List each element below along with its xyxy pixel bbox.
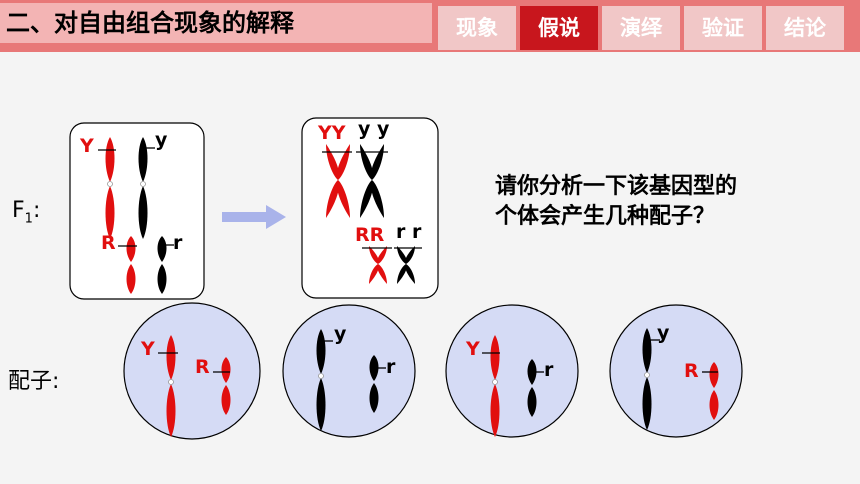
f1-label: F1: <box>12 198 40 226</box>
gamete-cell-Yr <box>445 304 579 438</box>
gene-label-YY: YY <box>317 122 346 144</box>
gene-label-y: y <box>155 129 168 151</box>
gamete-yr-label-r: r <box>386 356 396 378</box>
gamete-cell-yr <box>282 304 416 438</box>
gamete-cell-yR <box>609 304 743 438</box>
gamete-cell-YR <box>123 302 261 440</box>
gamete-Yr-label-r: r <box>544 359 554 381</box>
tab-bar: 现象 假说 演绎 验证 结论 <box>438 6 844 50</box>
page-title: 二、对自由组合现象的解释 <box>0 3 432 43</box>
tab-verification[interactable]: 验证 <box>684 6 762 50</box>
gamete-yR-label-R: R <box>684 360 699 382</box>
replicated-cell-box <box>301 117 439 299</box>
question-line-2: 个体会产生几种配子？ <box>495 204 716 229</box>
arrow-right-icon <box>222 205 286 229</box>
gamete-label: 配子: <box>8 369 60 394</box>
f1-label-colon: : <box>32 198 41 223</box>
tab-conclusion[interactable]: 结论 <box>766 6 844 50</box>
f1-label-main: F <box>12 198 25 223</box>
f1-cell-box <box>69 122 205 300</box>
gene-label-r: r <box>173 232 183 254</box>
gamete-yR-label-y: y <box>657 322 670 344</box>
gamete-YR-label-R: R <box>195 356 210 378</box>
gene-label-yy: y y <box>358 118 390 140</box>
tab-hypothesis[interactable]: 假说 <box>520 6 598 50</box>
f1-label-sub: 1 <box>24 211 33 227</box>
question-line-1: 请你分析一下该基因型的 <box>495 174 738 199</box>
gene-label-R: R <box>101 232 116 254</box>
tab-deduction[interactable]: 演绎 <box>602 6 680 50</box>
gamete-yr-label-y: y <box>334 323 347 345</box>
question-text: 请你分析一下该基因型的 个体会产生几种配子？ <box>495 172 835 232</box>
tab-phenomenon[interactable]: 现象 <box>438 6 516 50</box>
gene-label-RR: RR <box>355 224 385 246</box>
gamete-Yr-label-Y: Y <box>465 338 480 360</box>
gene-label-Y: Y <box>79 135 94 157</box>
gene-label-rr: r r <box>396 221 422 243</box>
gamete-YR-label-Y: Y <box>140 338 155 360</box>
